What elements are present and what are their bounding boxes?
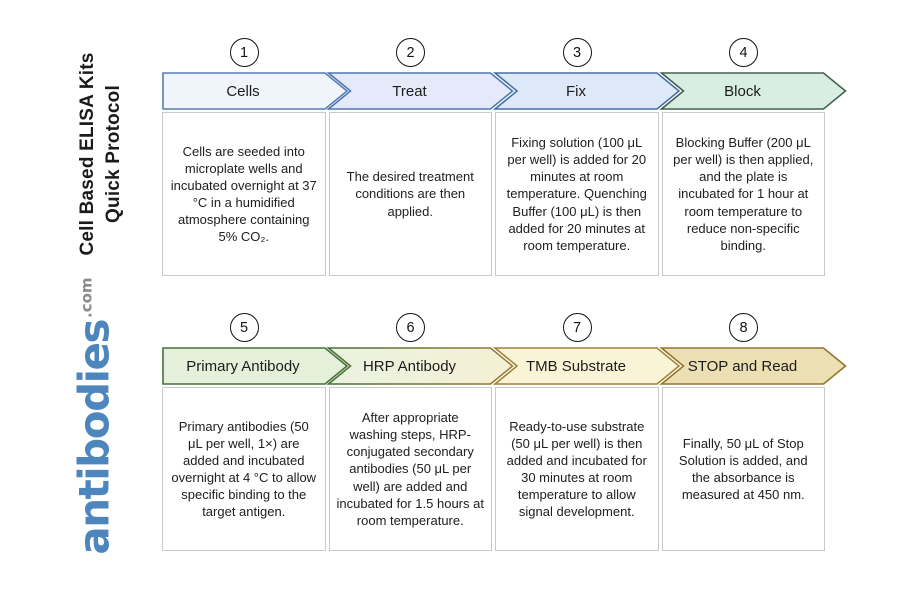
step-number-badge-5: 5 [229, 313, 259, 342]
arrow-shape-block [659, 72, 847, 110]
step-description-text-8: Finally, 50 μL of Stop Solution is added… [678, 435, 808, 503]
arrow-band-row-1 [162, 72, 847, 110]
arrow-shape-treat [326, 72, 514, 110]
arrow-band-row-2 [162, 347, 847, 385]
step-description-block: Blocking Buffer (200 μL per well) is the… [661, 112, 825, 276]
protocol-row-2: 5 6 7 8 Primary Antibody HRP Antibody TM… [162, 313, 862, 553]
protocol-row-1: 1 2 3 4 Cells Treat Fix Block Cells are … [162, 38, 862, 278]
step-number-badge-7: 7 [562, 313, 592, 342]
step-description-hrp-antibody: After appropriate washing steps, HRP-con… [328, 387, 492, 551]
step-label-treat: Treat [392, 82, 427, 100]
step-number-3: 3 [572, 44, 582, 61]
step-number-5: 5 [239, 319, 249, 336]
step-number-badge-4: 4 [729, 38, 758, 67]
step-number-7: 7 [572, 319, 582, 336]
step-label-primary-antibody: Primary Antibody [186, 357, 300, 375]
brand-logo-tld: .com [77, 277, 96, 318]
arrow-shape-fix [492, 72, 681, 110]
page-title: Cell Based ELISA Kits Quick Protocol [75, 52, 127, 255]
step-description-tmb-substrate: Ready-to-use substrate (50 μL per well) … [495, 387, 659, 551]
step-label-tmb-substrate: TMB Substrate [525, 357, 627, 375]
step-number-badge-6: 6 [396, 313, 425, 342]
step-label-hrp-antibody: HRP Antibody [362, 357, 457, 375]
page-title-line2: Quick Protocol [103, 85, 124, 223]
step-number-1: 1 [239, 44, 249, 61]
step-number-badge-3: 3 [562, 38, 592, 67]
arrow-shape-tmb-substrate [492, 347, 681, 385]
step-number-badge-1: 1 [229, 38, 259, 67]
step-description-fix: Fixing solution (100 μL per well) is add… [495, 112, 659, 276]
arrow-shape-hrp-antibody [326, 347, 514, 385]
arrow-shape-cells [162, 72, 349, 110]
step-description-text-1: Cells are seeded into microplate wells a… [170, 143, 317, 245]
page-title-line1: Cell Based ELISA Kits [77, 52, 98, 256]
step-description-primary-antibody: Primary antibodies (50 μL per well, 1×) … [162, 387, 326, 551]
step-description-treat: The desired treatment conditions are the… [328, 112, 492, 276]
step-number-badge-8: 8 [729, 313, 758, 342]
step-description-cells: Cells are seeded into microplate wells a… [162, 112, 326, 276]
step-description-text-4: Blocking Buffer (200 μL per well) is the… [673, 134, 814, 253]
step-number-2: 2 [406, 44, 415, 61]
arrow-shape-stop-and-read [659, 347, 847, 385]
step-number-8: 8 [739, 319, 748, 336]
step-number-6: 6 [406, 319, 415, 336]
step-description-stop-and-read: Finally, 50 μL of Stop Solution is added… [661, 387, 825, 551]
brand-logo: antibodies.com [70, 277, 119, 554]
step-label-stop-and-read: STOP and Read [687, 357, 798, 375]
step-label-cells: Cells [226, 82, 260, 100]
step-description-text-6: After appropriate washing steps, HRP-con… [336, 409, 484, 528]
step-description-text-5: Primary antibodies (50 μL per well, 1×) … [171, 418, 317, 520]
step-description-text-7: Ready-to-use substrate (50 μL per well) … [506, 418, 647, 520]
protocol-diagram: 1 2 3 4 Cells Treat Fix Block Cells are … [162, 0, 872, 594]
step-label-fix: Fix [566, 82, 586, 100]
step-description-text-3: Fixing solution (100 μL per well) is add… [506, 134, 647, 253]
step-description-text-2: The desired treatment conditions are the… [346, 169, 474, 219]
step-number-4: 4 [739, 44, 748, 61]
arrow-shape-primary-antibody [162, 347, 349, 385]
step-label-block: Block [724, 82, 761, 100]
brand-logo-word: antibodies [69, 319, 119, 555]
step-number-badge-2: 2 [396, 38, 425, 67]
